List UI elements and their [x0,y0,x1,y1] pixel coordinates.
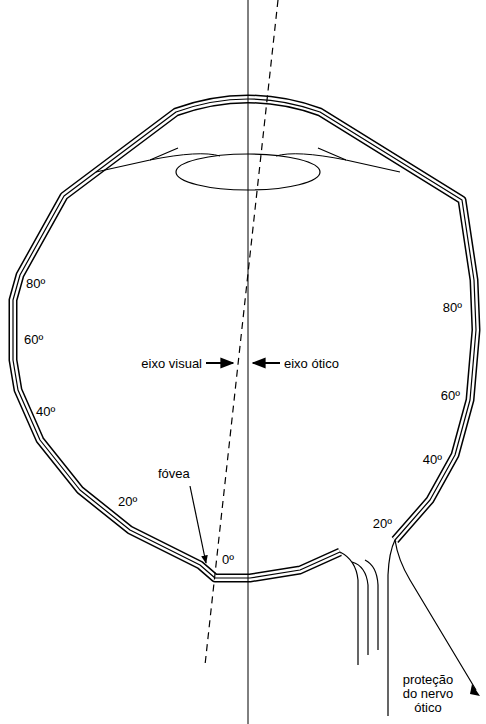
nerve-tip [470,684,480,696]
leader-line [190,486,206,563]
part-label: eixo ótico [284,356,339,371]
angle-label: 20º [118,494,137,509]
nerve-line [340,552,358,665]
nerve-line [388,540,395,716]
wall-gap [13,99,476,578]
part-label: fóvea [158,466,190,481]
angle-label: 80º [443,300,462,315]
optical-axis [248,0,249,724]
retina-line [13,99,476,578]
sclera-outline [13,99,476,578]
visual-axis [205,0,278,665]
angle-label: 40º [36,404,55,419]
nerve-line [395,540,476,690]
iris-line [318,148,400,172]
iris-line [96,148,178,172]
pointer-arrow [253,362,280,364]
angle-label: 80º [26,276,45,291]
eyeball-wall [13,99,476,578]
part-label: eixo visual [141,356,202,371]
angle-label: 60º [24,332,43,347]
angle-label: 40º [423,452,442,467]
pointer-arrow [206,362,233,364]
nerve-line [365,560,378,650]
angle-label: 0º [222,552,234,567]
nerve-line [352,562,368,655]
angle-label: 60º [441,388,460,403]
angle-label: 20º [373,516,392,531]
part-label: proteção do nervo ótico [396,673,460,715]
optic-nerve [340,540,476,716]
